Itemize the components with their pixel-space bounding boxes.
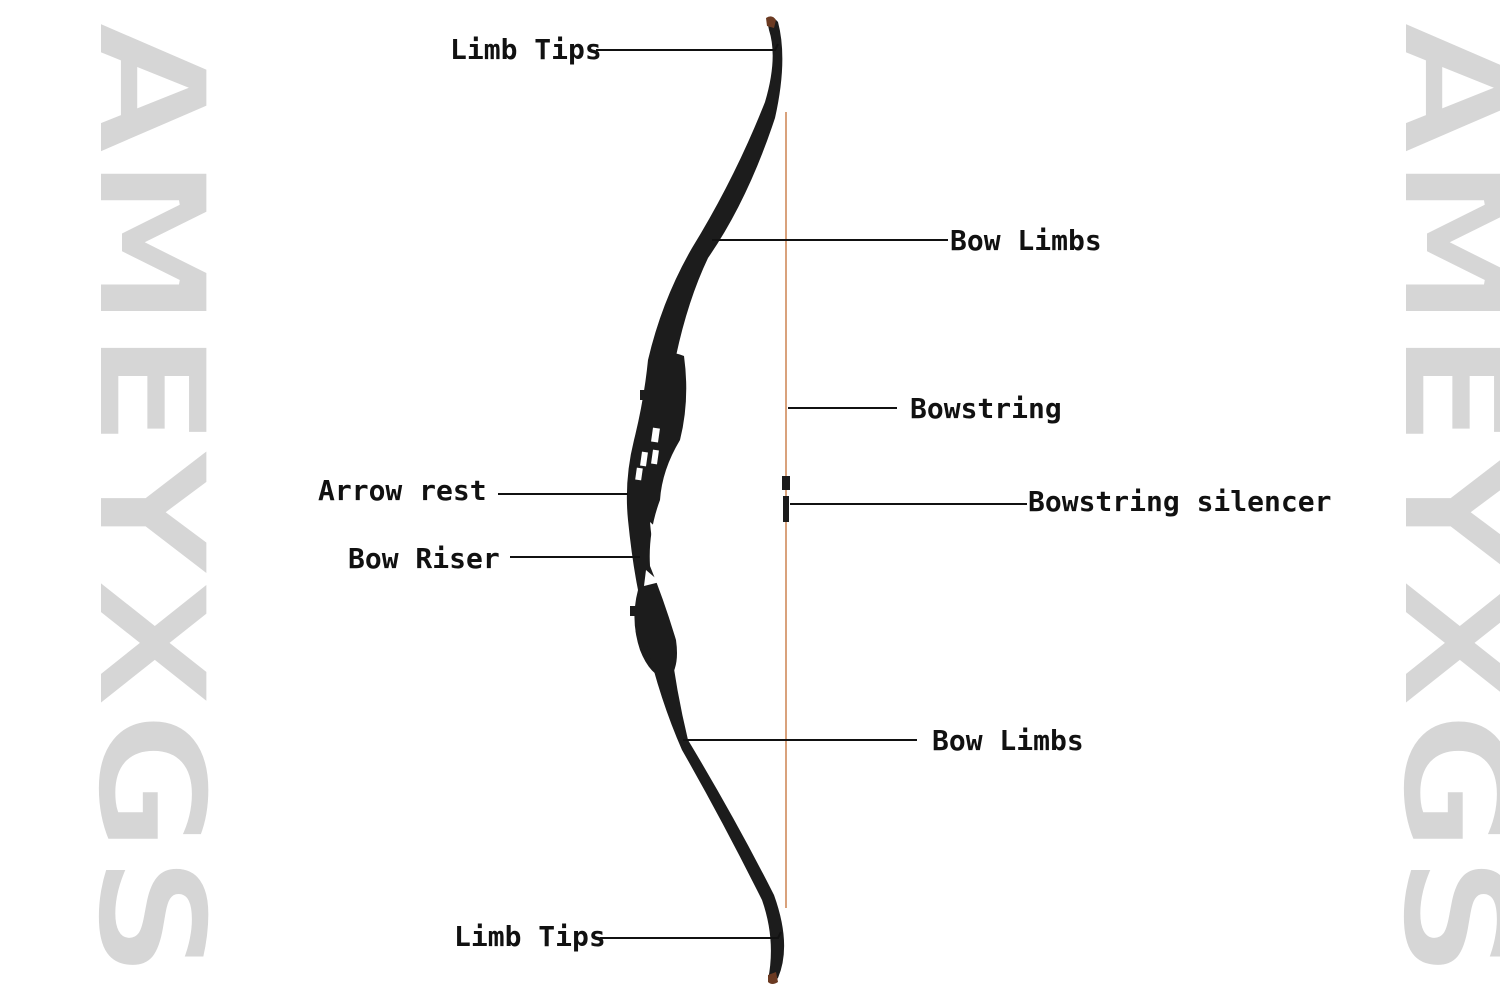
label-limb-tips-bottom: Limb Tips [454,920,606,953]
label-bow-limbs-bottom: Bow Limbs [932,724,1084,757]
watermark-right: AMEYXGS [1368,20,1500,980]
lower-limb-tip [768,972,778,984]
label-bowstring: Bowstring [910,392,1062,425]
leader-limb-tips-top [596,43,779,51]
label-bow-riser: Bow Riser [348,542,500,575]
leader-lines [498,43,1027,939]
watermark-left: AMEYXGS [63,20,237,980]
label-arrow-rest: Arrow rest [318,474,487,507]
upper-limb-tip [766,16,776,28]
bow-riser [626,352,687,680]
bowstring-silencer [782,476,790,522]
label-limb-tips-top: Limb Tips [450,33,602,66]
riser-cutouts [635,427,666,586]
label-bow-limbs-top: Bow Limbs [950,224,1102,257]
upper-limb [648,18,783,361]
lower-limb [646,640,785,982]
leader-limb-tips-bottom [600,931,782,939]
label-bowstring-silencer: Bowstring silencer [1028,485,1331,518]
